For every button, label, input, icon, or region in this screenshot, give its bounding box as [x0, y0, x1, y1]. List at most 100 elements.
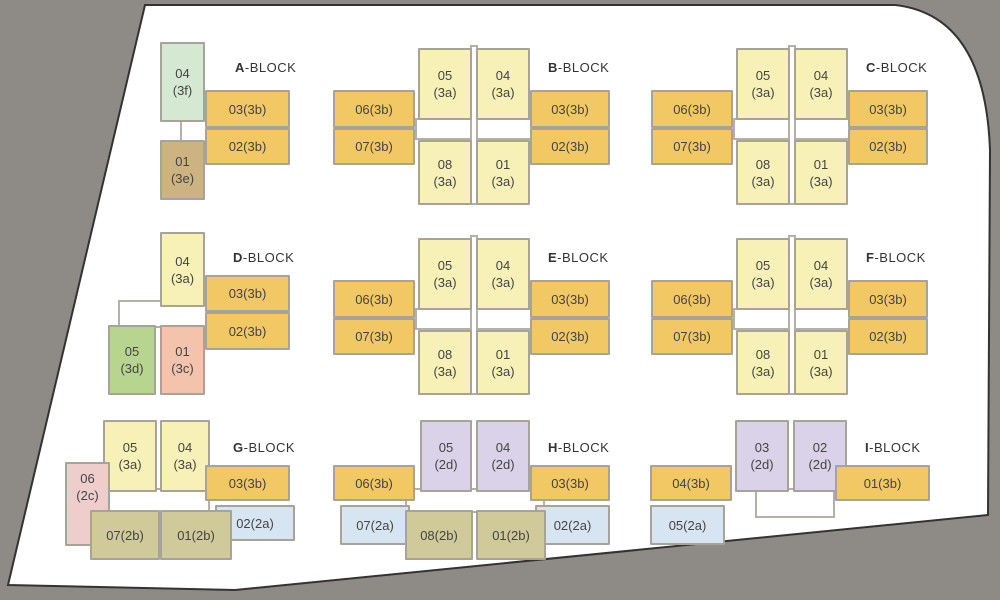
unit-h-04[interactable]: 04(2d): [476, 420, 530, 492]
unit-type: (3b): [243, 139, 267, 154]
unit-number: 02: [869, 139, 884, 154]
unit-type: (3a): [433, 85, 457, 100]
unit-b-06[interactable]: 06(3b): [333, 90, 415, 128]
unit-g-07[interactable]: 07(2b): [90, 510, 160, 560]
block-letter: D: [233, 250, 243, 265]
unit-f-08[interactable]: 08(3a): [736, 330, 790, 395]
unit-b-05[interactable]: 05(3a): [418, 48, 472, 120]
unit-i-03[interactable]: 03 (2d): [735, 420, 789, 492]
unit-f-04[interactable]: 04(3a): [794, 238, 848, 310]
unit-f-03[interactable]: 03(3b): [848, 280, 928, 318]
unit-f-01[interactable]: 01(3a): [794, 330, 848, 395]
unit-e-03[interactable]: 03(3b): [530, 280, 610, 318]
unit-d-02[interactable]: 02(3b): [205, 312, 290, 350]
unit-h-08[interactable]: 08(2b): [405, 510, 473, 560]
unit-e-06[interactable]: 06(3b): [333, 280, 415, 318]
unit-b-07[interactable]: 07(3b): [333, 128, 415, 165]
unit-i-01[interactable]: 01(3b): [835, 465, 930, 501]
unit-number: 06: [355, 475, 370, 491]
unit-d-04[interactable]: 04(3a): [160, 232, 205, 307]
unit-type: (3a): [809, 85, 833, 100]
unit-type: (3b): [687, 101, 711, 117]
block-core: [470, 45, 478, 205]
unit-f-06[interactable]: 06(3b): [651, 280, 733, 318]
unit-number: 04: [813, 258, 829, 273]
unit-a-04[interactable]: 04(3f): [160, 42, 205, 122]
unit-type: (3b): [369, 291, 393, 307]
unit-h-06[interactable]: 06(3b): [333, 465, 415, 501]
unit-e-05[interactable]: 05(3a): [418, 238, 472, 310]
unit-e-01[interactable]: 01(3a): [476, 330, 530, 395]
unit-number: 02: [228, 323, 244, 339]
unit-d-03[interactable]: 03(3b): [205, 275, 290, 312]
unit-number: 08: [420, 527, 435, 543]
unit-type: (3a): [173, 457, 197, 472]
unit-h-07[interactable]: 07(2a): [340, 505, 410, 545]
unit-f-07[interactable]: 07(3b): [651, 318, 733, 355]
unit-type: (3b): [883, 139, 907, 154]
unit-number: 08: [755, 346, 771, 362]
unit-b-02[interactable]: 02(3b): [530, 128, 610, 165]
unit-number: 03: [754, 440, 770, 455]
unit-i-05[interactable]: 05(2a): [650, 505, 725, 545]
unit-type: (3b): [883, 291, 907, 307]
unit-b-04[interactable]: 04 (3a): [476, 48, 530, 120]
unit-type: (3a): [491, 85, 515, 100]
unit-b-03[interactable]: 03(3b): [530, 90, 610, 128]
unit-d-05[interactable]: 05(3d): [108, 325, 156, 395]
unit-type: (2d): [750, 457, 774, 472]
unit-e-04[interactable]: 04(3a): [476, 238, 530, 310]
unit-c-03[interactable]: 03(3b): [848, 90, 928, 128]
unit-type: (3a): [491, 173, 515, 189]
unit-number: 01: [492, 527, 507, 543]
unit-d-01[interactable]: 01(3c): [160, 325, 205, 395]
unit-b-01[interactable]: 01(3a): [476, 140, 530, 205]
unit-number: 08: [437, 156, 453, 172]
block-suffix: -BLOCK: [557, 60, 610, 75]
unit-number: 06: [673, 291, 688, 307]
unit-number: 01: [175, 154, 190, 169]
unit-number: 04: [495, 68, 511, 83]
unit-type: (3b): [687, 291, 711, 307]
unit-type: (3a): [809, 363, 833, 379]
unit-i-04[interactable]: 04(3b): [650, 465, 732, 501]
unit-e-07[interactable]: 07(3b): [333, 318, 415, 355]
unit-f-05[interactable]: 05(3a): [736, 238, 790, 310]
unit-c-05[interactable]: 05(3a): [736, 48, 790, 120]
unit-a-02[interactable]: 02(3b): [205, 128, 290, 165]
unit-c-08[interactable]: 08(3a): [736, 140, 790, 205]
unit-c-07[interactable]: 07(3b): [651, 128, 733, 165]
unit-g-04[interactable]: 04(3a): [160, 420, 210, 492]
unit-g-01[interactable]: 01(2b): [160, 510, 232, 560]
unit-type: (3c): [171, 361, 194, 376]
block-label: E-BLOCK: [548, 250, 609, 265]
unit-type: (2a): [370, 517, 394, 533]
unit-e-08[interactable]: 08(3a): [418, 330, 472, 395]
unit-c-04[interactable]: 04(3a): [794, 48, 848, 120]
unit-type: (3a): [751, 275, 775, 290]
unit-h-03[interactable]: 03(3b): [530, 465, 610, 501]
unit-h-01[interactable]: 01(2b): [476, 510, 546, 560]
unit-number: 07: [355, 329, 370, 344]
unit-g-06[interactable]: 06(2c): [65, 462, 110, 546]
block-core: [788, 45, 796, 205]
unit-e-02[interactable]: 02(3b): [530, 318, 610, 355]
unit-a-01[interactable]: 01(3e): [160, 140, 205, 200]
unit-c-06[interactable]: 06(3b): [651, 90, 733, 128]
unit-b-08[interactable]: 08(3a): [418, 140, 472, 205]
unit-type: (2a): [250, 515, 274, 531]
unit-g-03[interactable]: 03(3b): [205, 465, 290, 501]
unit-c-01[interactable]: 01(3a): [794, 140, 848, 205]
unit-number: 08: [755, 156, 771, 172]
unit-f-02[interactable]: 02(3b): [848, 318, 928, 355]
unit-c-02[interactable]: 02(3b): [848, 128, 928, 165]
block-letter: C: [866, 60, 876, 75]
unit-type: (3b): [883, 101, 907, 117]
unit-type: (3b): [243, 286, 267, 301]
unit-h-05[interactable]: 05(2d): [420, 420, 472, 492]
unit-a-03[interactable]: 03(3b): [205, 90, 290, 128]
unit-type: (3b): [369, 139, 393, 154]
unit-type: (3a): [751, 363, 775, 379]
unit-g-05[interactable]: 05(3a): [103, 420, 157, 492]
unit-h-02[interactable]: 02(2a): [535, 505, 610, 545]
